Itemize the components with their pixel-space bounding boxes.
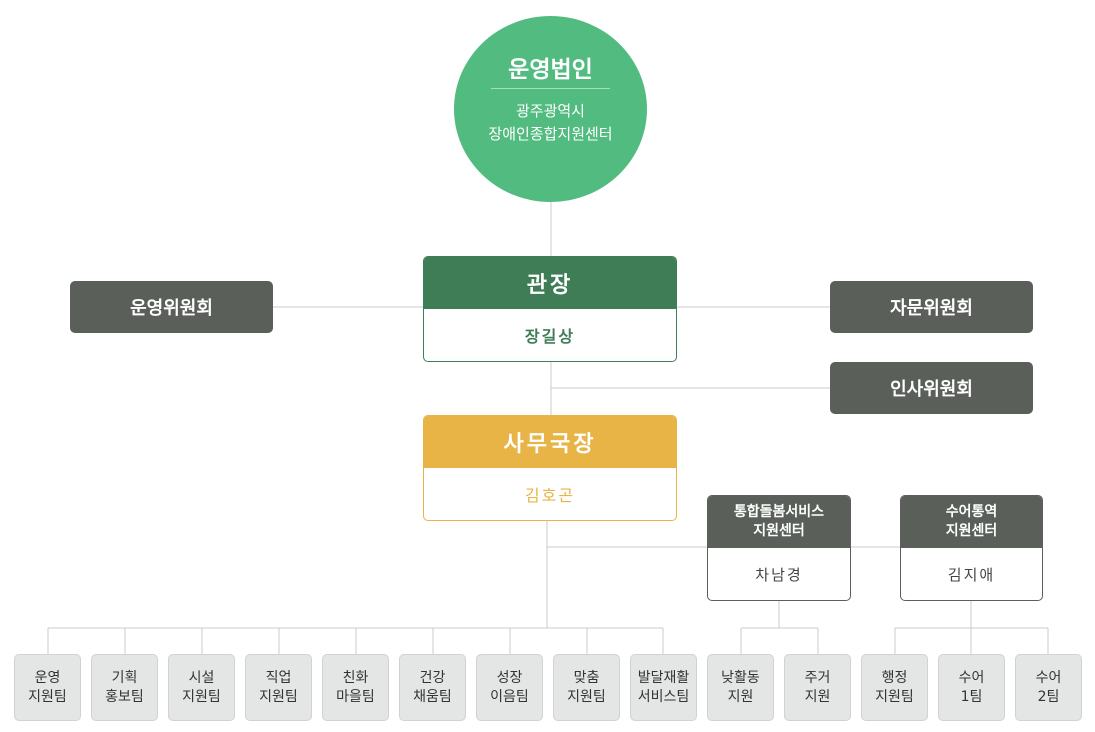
secretary-title: 사무국장 [424, 416, 676, 468]
team-box: 친화 마을팀 [322, 654, 389, 721]
team-box: 발달재활 서비스팀 [630, 654, 697, 721]
team-box: 시설 지원팀 [168, 654, 235, 721]
sub-center-title: 수어통역 지원센터 [901, 496, 1042, 548]
team-box: 운영 지원팀 [14, 654, 81, 721]
integrated-care-center-card: 통합돌봄서비스 지원센터 차남경 [707, 495, 851, 601]
team-box: 건강 채움팀 [399, 654, 466, 721]
team-box: 맞춤 지원팀 [553, 654, 620, 721]
team-box: 성장 이음팀 [476, 654, 543, 721]
divider [491, 88, 610, 89]
secretary-card: 사무국장 김호곤 [423, 415, 677, 521]
team-box: 낮활동 지원 [707, 654, 774, 721]
sub-center-name: 김지애 [947, 565, 996, 584]
personnel-committee-box: 인사위원회 [830, 362, 1033, 414]
team-box: 주거 지원 [784, 654, 851, 721]
sub-center-name: 차남경 [755, 565, 803, 584]
director-card: 관장 장길상 [423, 256, 677, 362]
operating-corporation-title: 운영법인 [508, 57, 593, 83]
operating-corporation-subtitle: 광주광역시 장애인종합지원센터 [488, 102, 613, 143]
team-box: 수어 2팀 [1015, 654, 1082, 721]
sign-language-center-card: 수어통역 지원센터 김지애 [900, 495, 1043, 601]
advisory-committee-box: 자문위원회 [830, 281, 1033, 333]
director-title: 관장 [424, 257, 676, 309]
sub-center-title: 통합돌봄서비스 지원센터 [708, 496, 850, 548]
team-box: 기획 홍보팀 [91, 654, 158, 721]
team-box: 수어 1팀 [938, 654, 1005, 721]
operating-corporation-node: 운영법인 광주광역시 장애인종합지원센터 [454, 16, 647, 202]
operation-committee-box: 운영위원회 [70, 281, 273, 333]
secretary-name: 김호곤 [524, 486, 576, 505]
director-name: 장길상 [524, 327, 576, 346]
team-box: 행정 지원팀 [861, 654, 928, 721]
team-box: 직업 지원팀 [245, 654, 312, 721]
